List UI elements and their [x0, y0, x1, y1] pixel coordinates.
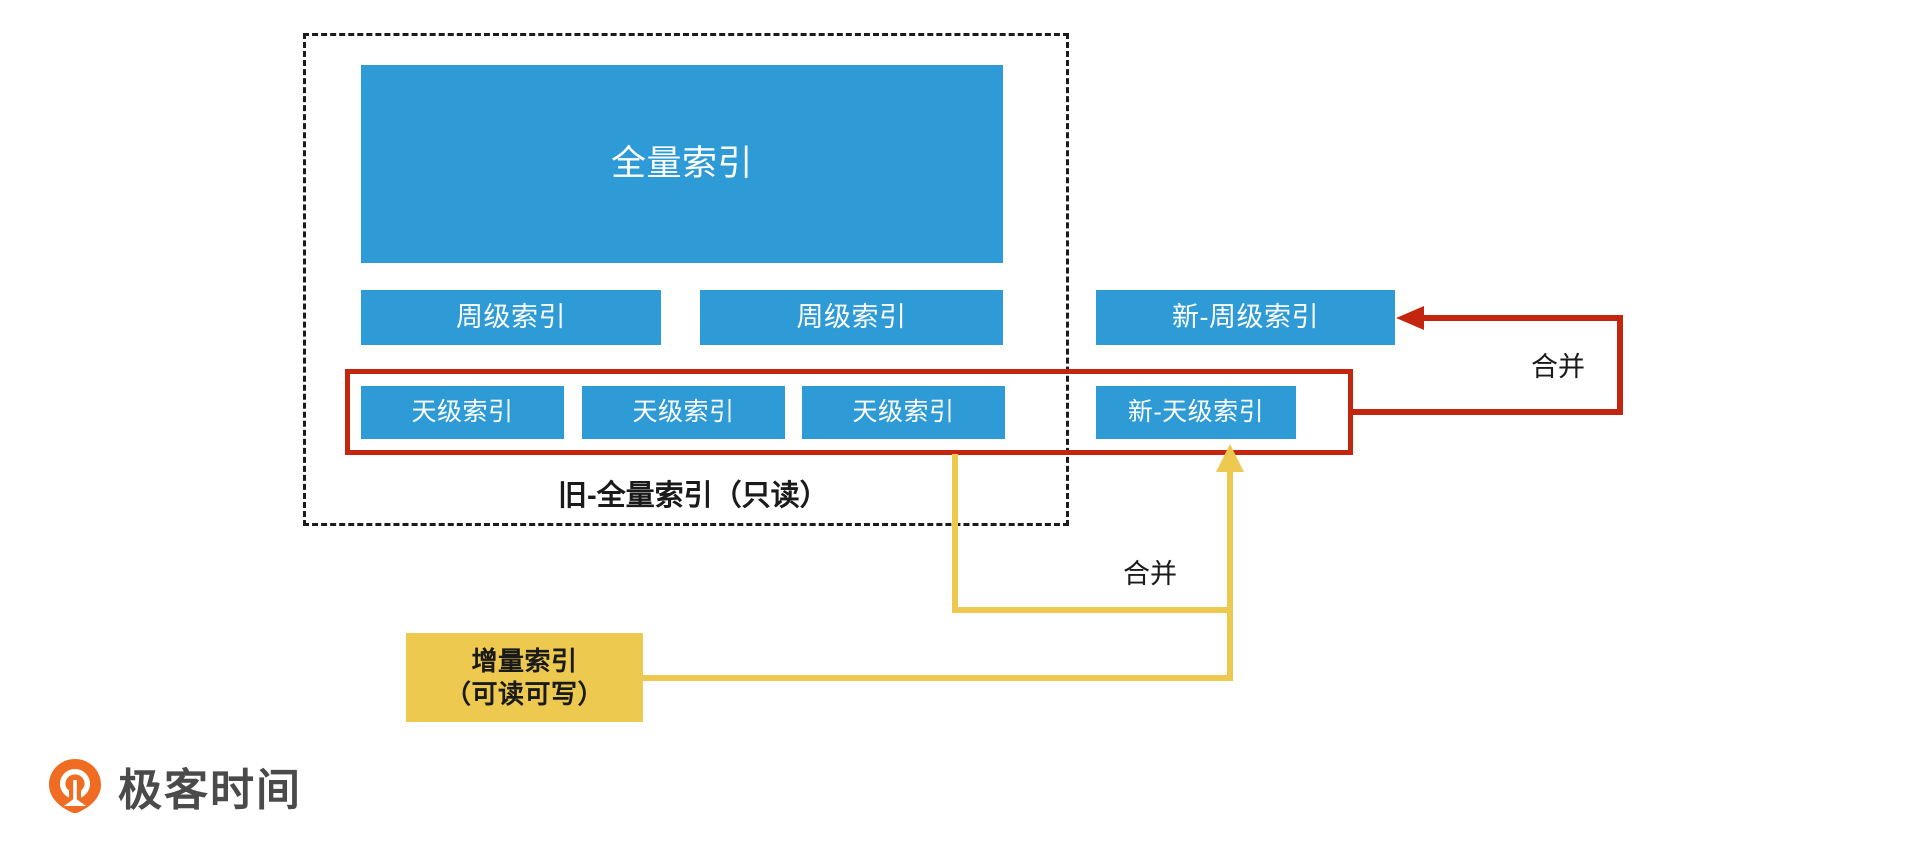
box-day-index-2[interactable]: 天级索引 [582, 386, 785, 439]
box-full-index[interactable]: 全量索引 [361, 65, 1003, 263]
box-day-index-3-label: 天级索引 [852, 397, 955, 426]
box-week-index-2-label: 周级索引 [796, 301, 907, 332]
box-day-index-2-label: 天级索引 [632, 397, 735, 426]
box-day-index-1-label: 天级索引 [411, 397, 514, 426]
box-incremental-index-line2: （可读可写） [444, 678, 604, 709]
box-new-day-index[interactable]: 新-天级索引 [1096, 386, 1296, 439]
box-week-index-1[interactable]: 周级索引 [361, 290, 661, 345]
geektime-pin-icon [46, 757, 104, 815]
merge-label-red: 合并 [1531, 352, 1585, 382]
box-day-index-3[interactable]: 天级索引 [802, 386, 1005, 439]
box-new-week-index-label: 新-周级索引 [1172, 301, 1319, 332]
brand-logo-text: 极客时间 [118, 765, 302, 816]
box-week-index-2[interactable]: 周级索引 [700, 290, 1003, 345]
brand-logo: 极客时间 [46, 754, 302, 818]
box-new-week-index[interactable]: 新-周级索引 [1096, 290, 1395, 345]
old-full-index-caption: 旧-全量索引（只读） [558, 480, 829, 512]
box-day-index-1[interactable]: 天级索引 [361, 386, 564, 439]
box-new-day-index-label: 新-天级索引 [1127, 397, 1265, 426]
merge-label-yellow: 合并 [1123, 559, 1177, 589]
box-incremental-index[interactable]: 增量索引 （可读可写） [406, 633, 643, 722]
box-week-index-1-label: 周级索引 [456, 301, 566, 332]
box-incremental-index-line1: 增量索引 [471, 646, 578, 676]
box-full-index-label: 全量索引 [610, 144, 753, 184]
